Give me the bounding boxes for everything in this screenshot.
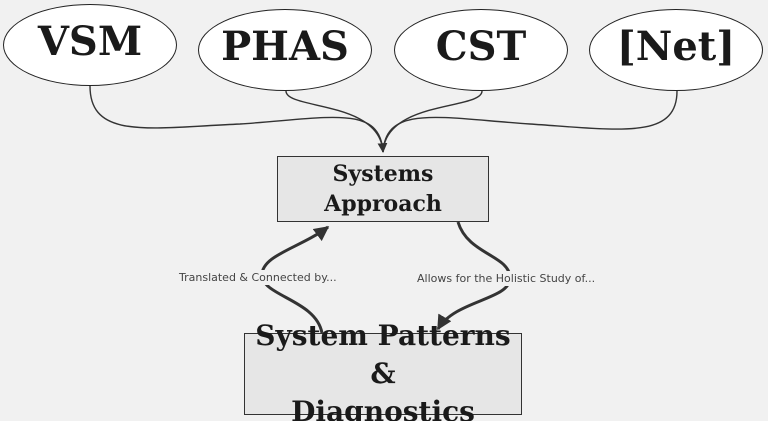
edge-label-translated: Translated & Connected by... — [176, 270, 340, 285]
node-cst: CST — [394, 9, 568, 91]
node-net: [Net] — [589, 9, 763, 91]
connector-vsm-to-systems — [89, 85, 388, 153]
node-vsm: VSM — [3, 4, 177, 86]
node-systems-approach: Systems Approach — [277, 156, 489, 222]
edge-label-allows: Allows for the Holistic Study of... — [414, 271, 599, 286]
node-phas: PHAS — [198, 9, 372, 91]
connector-phas-to-systems — [285, 90, 384, 153]
connector-net-to-systems — [382, 90, 678, 153]
connector-cst-to-systems — [382, 90, 483, 153]
node-system-patterns-diagnostics: System Patterns & Diagnostics — [244, 319, 522, 421]
